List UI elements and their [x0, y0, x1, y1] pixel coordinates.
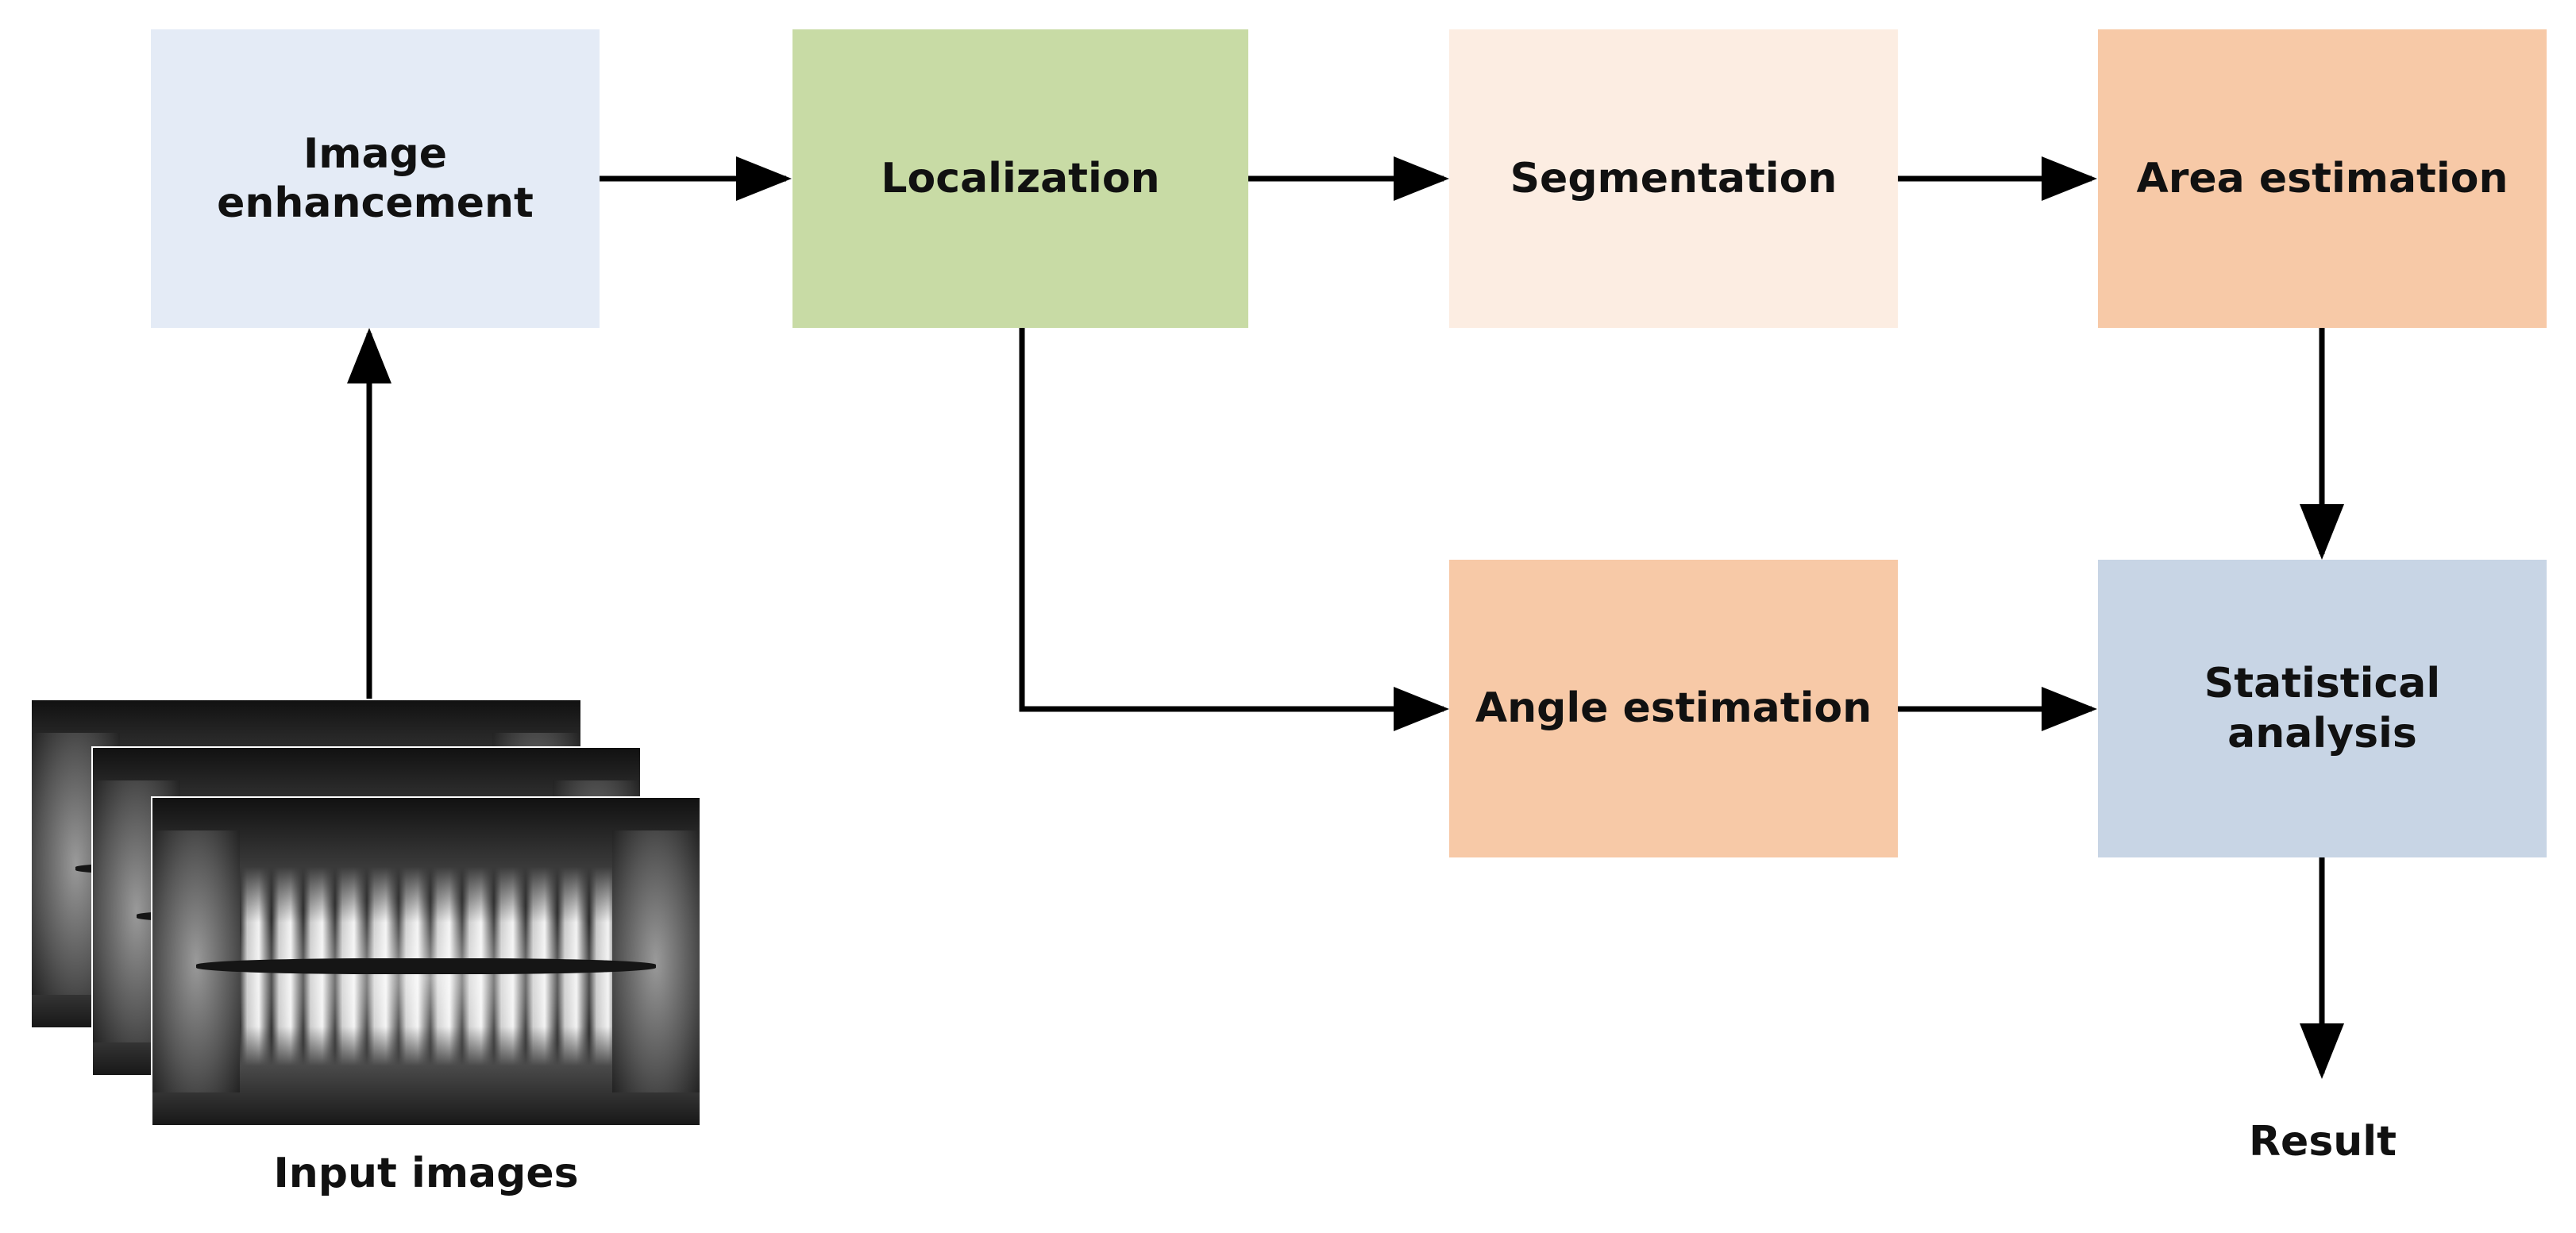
image-enhancement-box: Image enhancement: [151, 29, 600, 328]
segmentation-label: Segmentation: [1510, 154, 1838, 202]
image-enhancement-label: Image enhancement: [217, 129, 534, 227]
angle-estimation-label: Angle estimation: [1475, 684, 1872, 733]
area-estimation-label: Area estimation: [2136, 154, 2509, 202]
input-xray-image-front: [151, 796, 701, 1127]
input-images-label: Input images: [273, 1150, 579, 1197]
statistical-analysis-box: Statistical analysis: [2098, 560, 2547, 857]
arrow-localization-to-angle: [1019, 328, 1449, 731]
statistical-analysis-label: Statistical analysis: [2204, 660, 2441, 757]
area-estimation-box: Area estimation: [2098, 29, 2547, 328]
segmentation-box: Segmentation: [1449, 29, 1898, 328]
result-label: Result: [2249, 1118, 2397, 1166]
localization-label: Localization: [881, 154, 1160, 202]
localization-box: Localization: [792, 29, 1248, 328]
angle-estimation-box: Angle estimation: [1449, 560, 1898, 857]
